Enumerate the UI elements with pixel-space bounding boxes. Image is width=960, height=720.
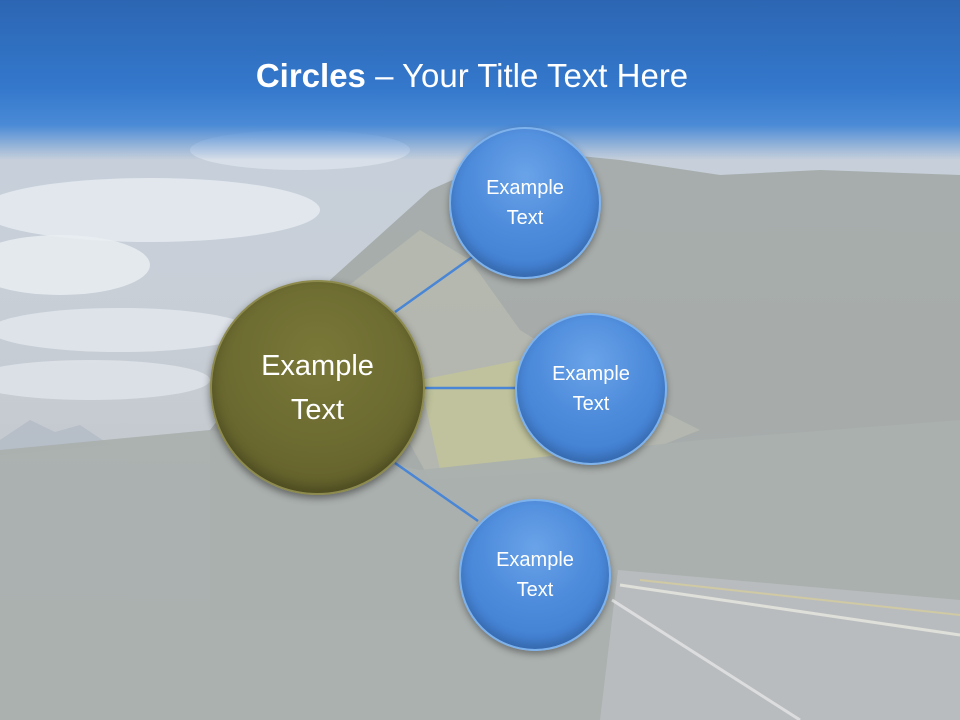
satellite-circle-label: Example Text <box>552 363 630 415</box>
center-circle[interactable]: Example Text <box>210 280 425 495</box>
satellite-circle-label: Example Text <box>496 549 574 601</box>
title-rest-part: – Your Title Text Here <box>365 57 689 94</box>
satellite-circle-label: Example Text <box>486 177 564 229</box>
satellite-circle-bottom[interactable]: Example Text <box>459 499 611 651</box>
slide-title[interactable]: Circles – Your Title Text Here <box>0 52 944 100</box>
center-circle-label: Example Text <box>261 349 374 426</box>
satellite-circle-middle[interactable]: Example Text <box>515 313 667 465</box>
connector-line-bottom <box>394 461 479 523</box>
satellite-circle-top[interactable]: Example Text <box>449 127 601 279</box>
connector-line-top <box>394 253 476 314</box>
title-bold-part: Circles <box>255 57 366 94</box>
title-banner <box>0 0 960 160</box>
